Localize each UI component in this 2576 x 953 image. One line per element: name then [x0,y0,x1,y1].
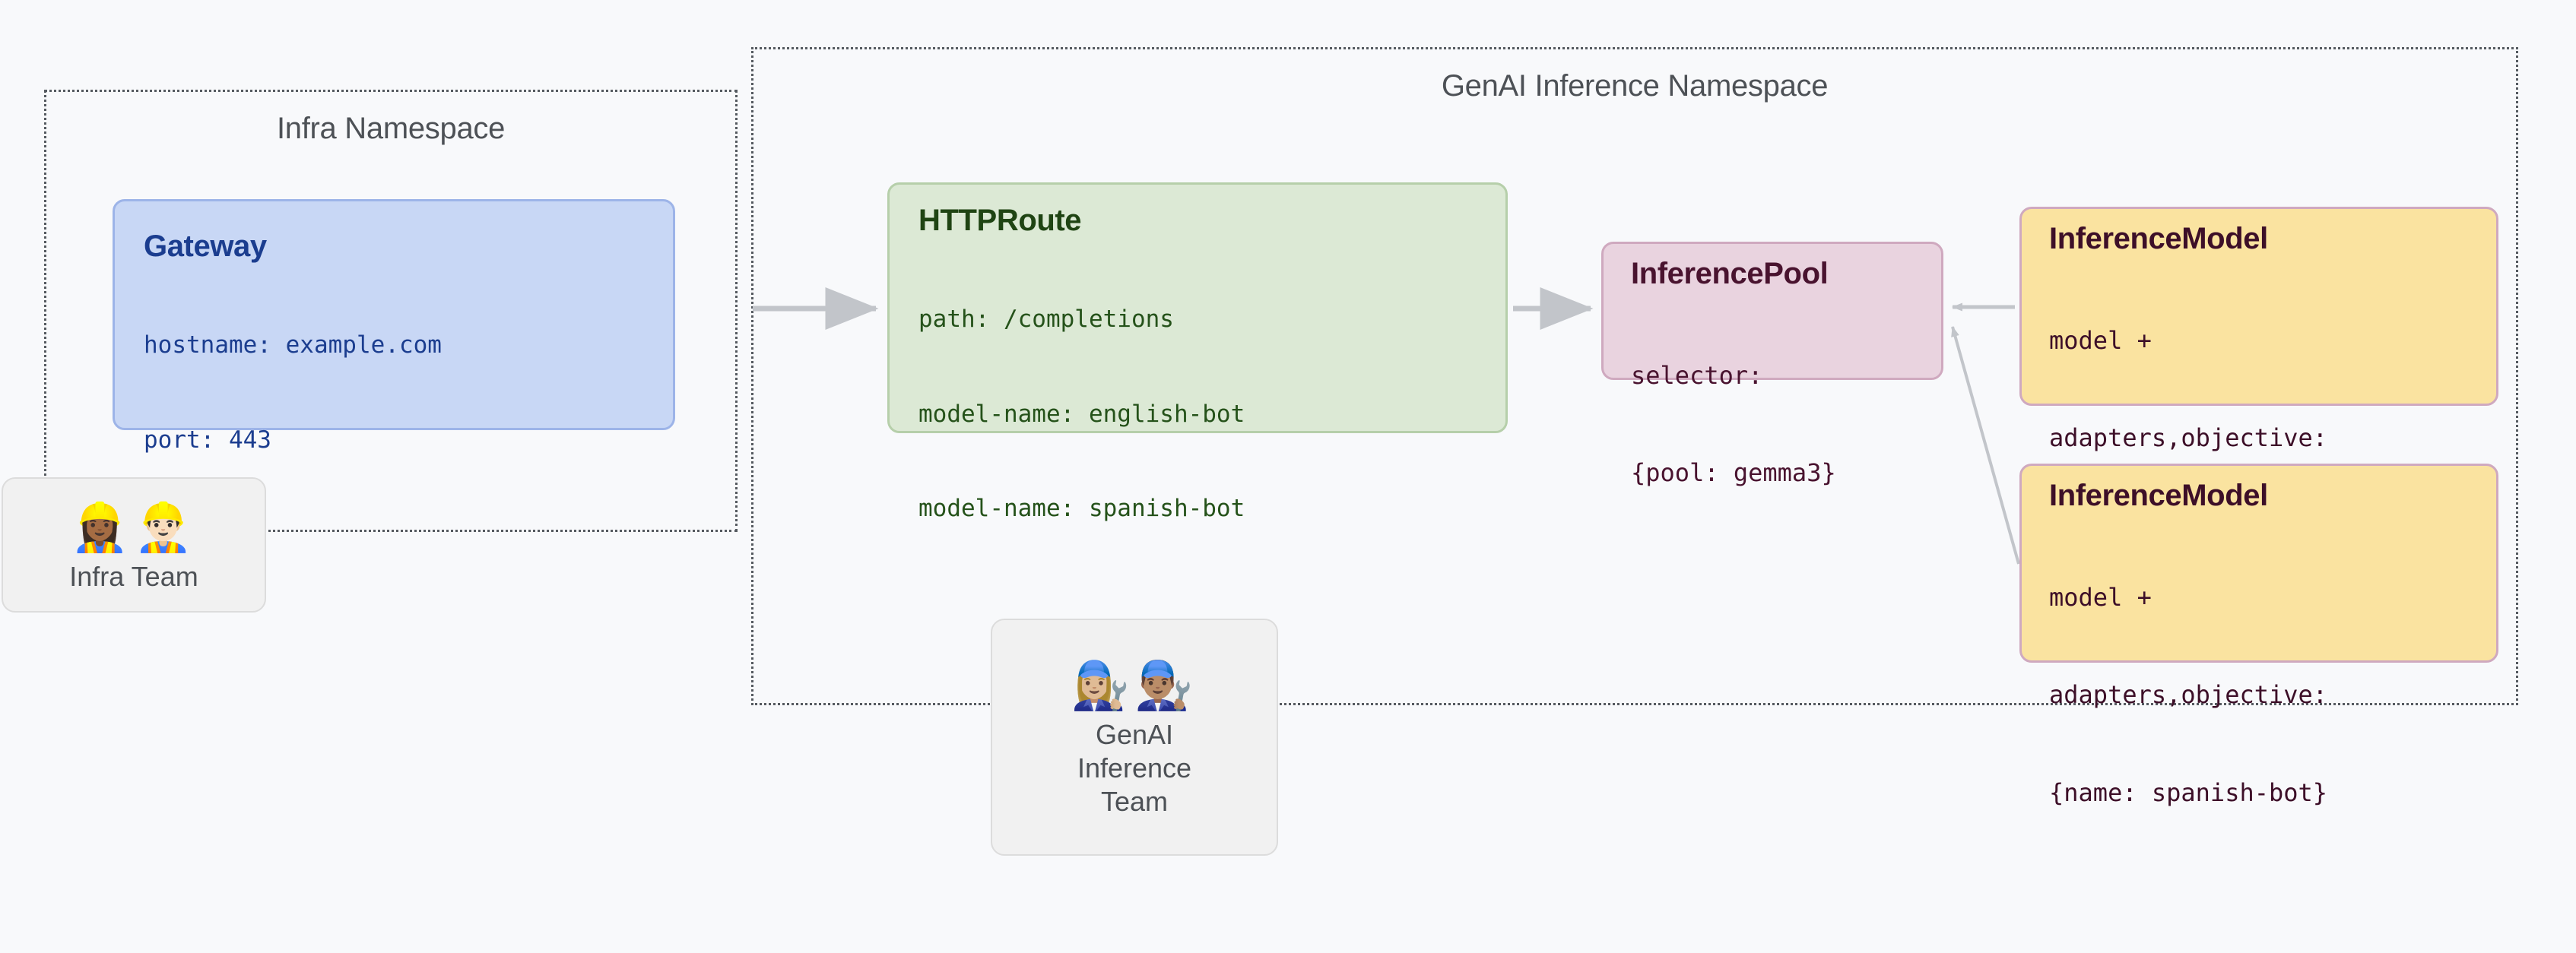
inferencemodel-english-line-1: model + [2049,325,2152,355]
httproute-model-name-english: model-name: english-bot [918,400,1245,428]
httproute-card[interactable]: HTTPRoute path: /completions model-name:… [887,182,1508,522]
inferencepool-card[interactable]: InferencePool selector: {pool: gemma3} [1601,242,1943,487]
inferencemodel-spanish-line-1: model + [2049,582,2152,612]
gateway-hostname: hostname: example.com [144,331,442,359]
mechanics-icon: 👩🏼‍🔧👨🏽‍🔧 [1071,657,1198,714]
inferencemodel-english-title: InferenceModel [2049,222,2268,255]
inferencemodel-english-card[interactable]: InferenceModel model + adapters,objectiv… [2019,207,2498,550]
httproute-model-name-spanish: model-name: spanish-bot [918,495,1245,523]
construction-workers-icon: 👷🏾‍♀️👷🏻‍♂️ [70,499,198,556]
infra-team-box[interactable]: 👷🏾‍♀️👷🏻‍♂️ Infra Team [2,477,266,613]
genai-team-label: GenAI Inference Team [1077,719,1192,817]
inferencemodel-english-line-2: adapters,objective: [2049,423,2328,453]
namespace-infra-title: Infra Namespace [276,112,506,145]
inferencepool-selector-value: {pool: gemma3} [1631,458,1836,488]
inferencemodel-spanish-line-2: adapters,objective: [2049,680,2328,710]
gateway-title: Gateway [144,230,267,263]
gateway-details: hostname: example.com port: 443 [144,267,673,519]
inferencepool-selector-label: selector: [1631,360,1763,390]
gateway-card[interactable]: Gateway hostname: example.com port: 443 [113,199,675,454]
infra-team-label: Infra Team [69,561,198,593]
httproute-path: path: /completions [918,306,1174,334]
inferencemodel-spanish-title: InferenceModel [2049,479,2268,512]
inferencemodel-spanish-details: model + adapters,objective: {name: spani… [2049,516,2496,875]
namespace-infra: Infra Namespace [44,90,738,532]
inferencemodel-spanish-line-3: {name: spanish-bot} [2049,778,2328,807]
inferencemodel-spanish-card[interactable]: InferenceModel model + adapters,objectiv… [2019,464,2498,807]
namespace-genai-title: GenAI Inference Namespace [1441,69,1829,103]
inferencepool-details: selector: {pool: gemma3} [1631,294,1941,555]
inferencepool-title: InferencePool [1631,257,1829,290]
genai-inference-team-box[interactable]: 👩🏼‍🔧👨🏽‍🔧 GenAI Inference Team [991,619,1278,856]
httproute-details: path: /completions model-name: english-b… [918,241,1505,588]
gateway-port: port: 443 [144,426,271,454]
namespace-genai: GenAI Inference Namespace [751,47,2518,705]
httproute-title: HTTPRoute [918,204,1082,237]
